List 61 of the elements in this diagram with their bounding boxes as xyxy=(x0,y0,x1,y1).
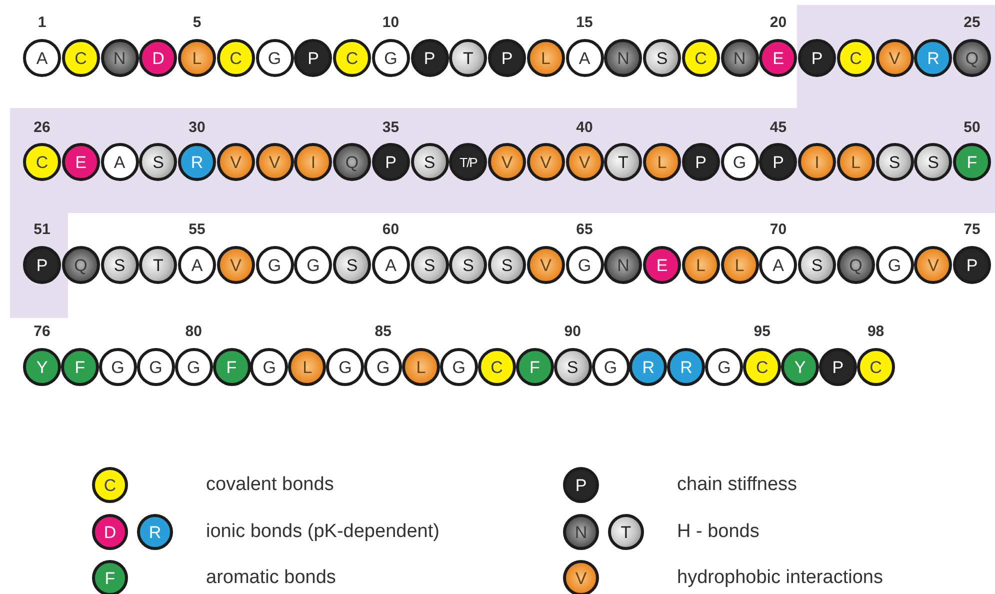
position-number: 75 xyxy=(964,221,980,238)
amino-acid-circle: R xyxy=(629,348,668,386)
legend-symbol: D xyxy=(92,514,128,550)
amino-acid-circle: C xyxy=(478,348,516,386)
amino-acid-circle: Y xyxy=(23,348,61,386)
position-number: 45 xyxy=(770,119,787,136)
position-number: 55 xyxy=(188,221,206,238)
position-number: 95 xyxy=(754,323,770,340)
amino-acid-circle: L xyxy=(402,348,440,386)
amino-acid-circle: F xyxy=(212,348,250,386)
amino-acid-circle: G xyxy=(136,348,175,386)
position-number: 25 xyxy=(964,14,980,31)
position-number: 80 xyxy=(185,323,202,340)
position-number: 20 xyxy=(770,14,787,31)
position-number: 26 xyxy=(34,119,50,136)
position-number: 90 xyxy=(564,323,581,340)
amino-acid-circle: G xyxy=(440,348,478,386)
legend-text: aromatic bonds xyxy=(206,567,336,589)
position-number: 30 xyxy=(188,119,206,136)
amino-acid-circle: G xyxy=(364,348,402,386)
position-number: 70 xyxy=(770,221,787,238)
legend-text: H - bonds xyxy=(677,521,760,543)
legend-text: ionic bonds (pK-dependent) xyxy=(206,521,440,543)
amino-acid-circle: G xyxy=(98,348,137,386)
legend-symbol: F xyxy=(92,560,128,594)
amino-acid-circle: C xyxy=(856,348,895,386)
legend-symbol: N xyxy=(563,514,599,550)
amino-acid-circle: F xyxy=(60,348,99,386)
amino-acid-circle: Y xyxy=(781,348,819,386)
position-number: 35 xyxy=(382,119,400,136)
amino-acid-circle: G xyxy=(250,348,288,386)
legend-text: chain stiffness xyxy=(677,474,798,496)
amino-acid-circle: L xyxy=(288,348,326,386)
legend-symbol: T xyxy=(608,514,644,550)
amino-acid-circle: G xyxy=(705,348,744,386)
position-number: 15 xyxy=(576,14,593,31)
position-number: 10 xyxy=(382,14,400,31)
amino-acid-circle: G xyxy=(592,348,630,386)
amino-acid-circle: G xyxy=(326,348,364,386)
amino-acid-circle: S xyxy=(554,348,592,386)
legend-symbol: R xyxy=(137,514,173,550)
amino-acid-circle: P xyxy=(818,348,857,386)
amino-acid-circle: R xyxy=(667,348,706,386)
amino-acid-circle: C xyxy=(743,348,782,386)
amino-acid-circle: F xyxy=(516,348,554,386)
legend-text: hydrophobic interactions xyxy=(677,567,883,589)
amino-acid-circle: G xyxy=(174,348,213,386)
legend-text: covalent bonds xyxy=(206,474,334,496)
legend-symbol: C xyxy=(92,467,128,503)
position-number: 50 xyxy=(964,119,980,136)
position-number: 76 xyxy=(34,323,50,340)
position-number: 60 xyxy=(382,221,400,238)
position-number: 1 xyxy=(38,14,46,31)
position-number: 51 xyxy=(34,221,50,238)
position-number: 85 xyxy=(374,323,392,340)
position-number: 5 xyxy=(192,14,202,31)
position-number: 65 xyxy=(576,221,593,238)
position-number: 40 xyxy=(576,119,593,136)
position-number: 98 xyxy=(867,323,884,340)
legend-symbol: V xyxy=(563,560,599,594)
legend-symbol: P xyxy=(563,467,599,503)
